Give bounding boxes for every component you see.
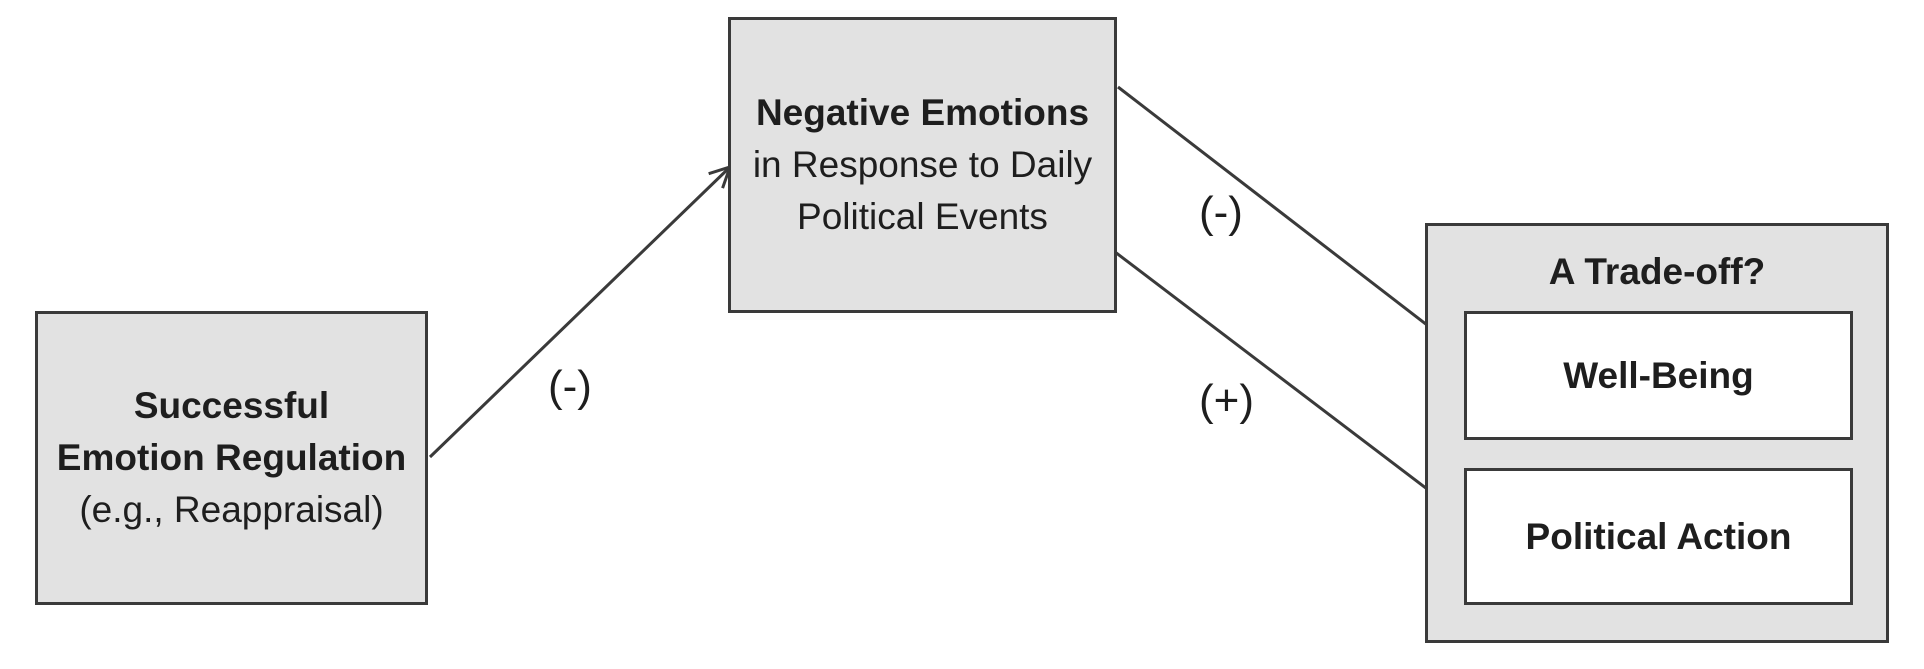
negative-emotions-line-1: Negative Emotions [755,92,1090,133]
arrow-negative-emotions-to-well-being [1117,85,1469,358]
sign-label-political-action-edge: (+) [1199,376,1254,425]
arrow-regulation-to-negative-emotions [428,164,733,459]
political-action-label: Political Action [1525,515,1792,557]
sign-label-regulation-edge: (-) [548,362,592,411]
emotion-regulation-line-3: (e.g., Reappraisal) [79,489,384,530]
emotion-regulation-box: Successful Emotion Regulation (e.g., Rea… [35,311,428,605]
well-being-label: Well-Being [1563,354,1754,396]
negative-emotions-line-3: Political Events [797,196,1048,237]
negative-emotions-line-2: in Response to Daily [752,144,1093,185]
political-action-box: Political Action [1464,468,1853,605]
emotion-regulation-line-1: Successful [133,385,330,426]
arrow-negative-emotions-to-political-action [1114,250,1467,520]
trade-off-title: A Trade-off? [1548,251,1766,292]
emotion-regulation-line-2: Emotion Regulation [56,437,407,478]
well-being-box: Well-Being [1464,311,1853,440]
sign-label-well-being-edge: (-) [1199,188,1243,237]
negative-emotions-box: Negative Emotions in Response to Daily P… [728,17,1117,313]
